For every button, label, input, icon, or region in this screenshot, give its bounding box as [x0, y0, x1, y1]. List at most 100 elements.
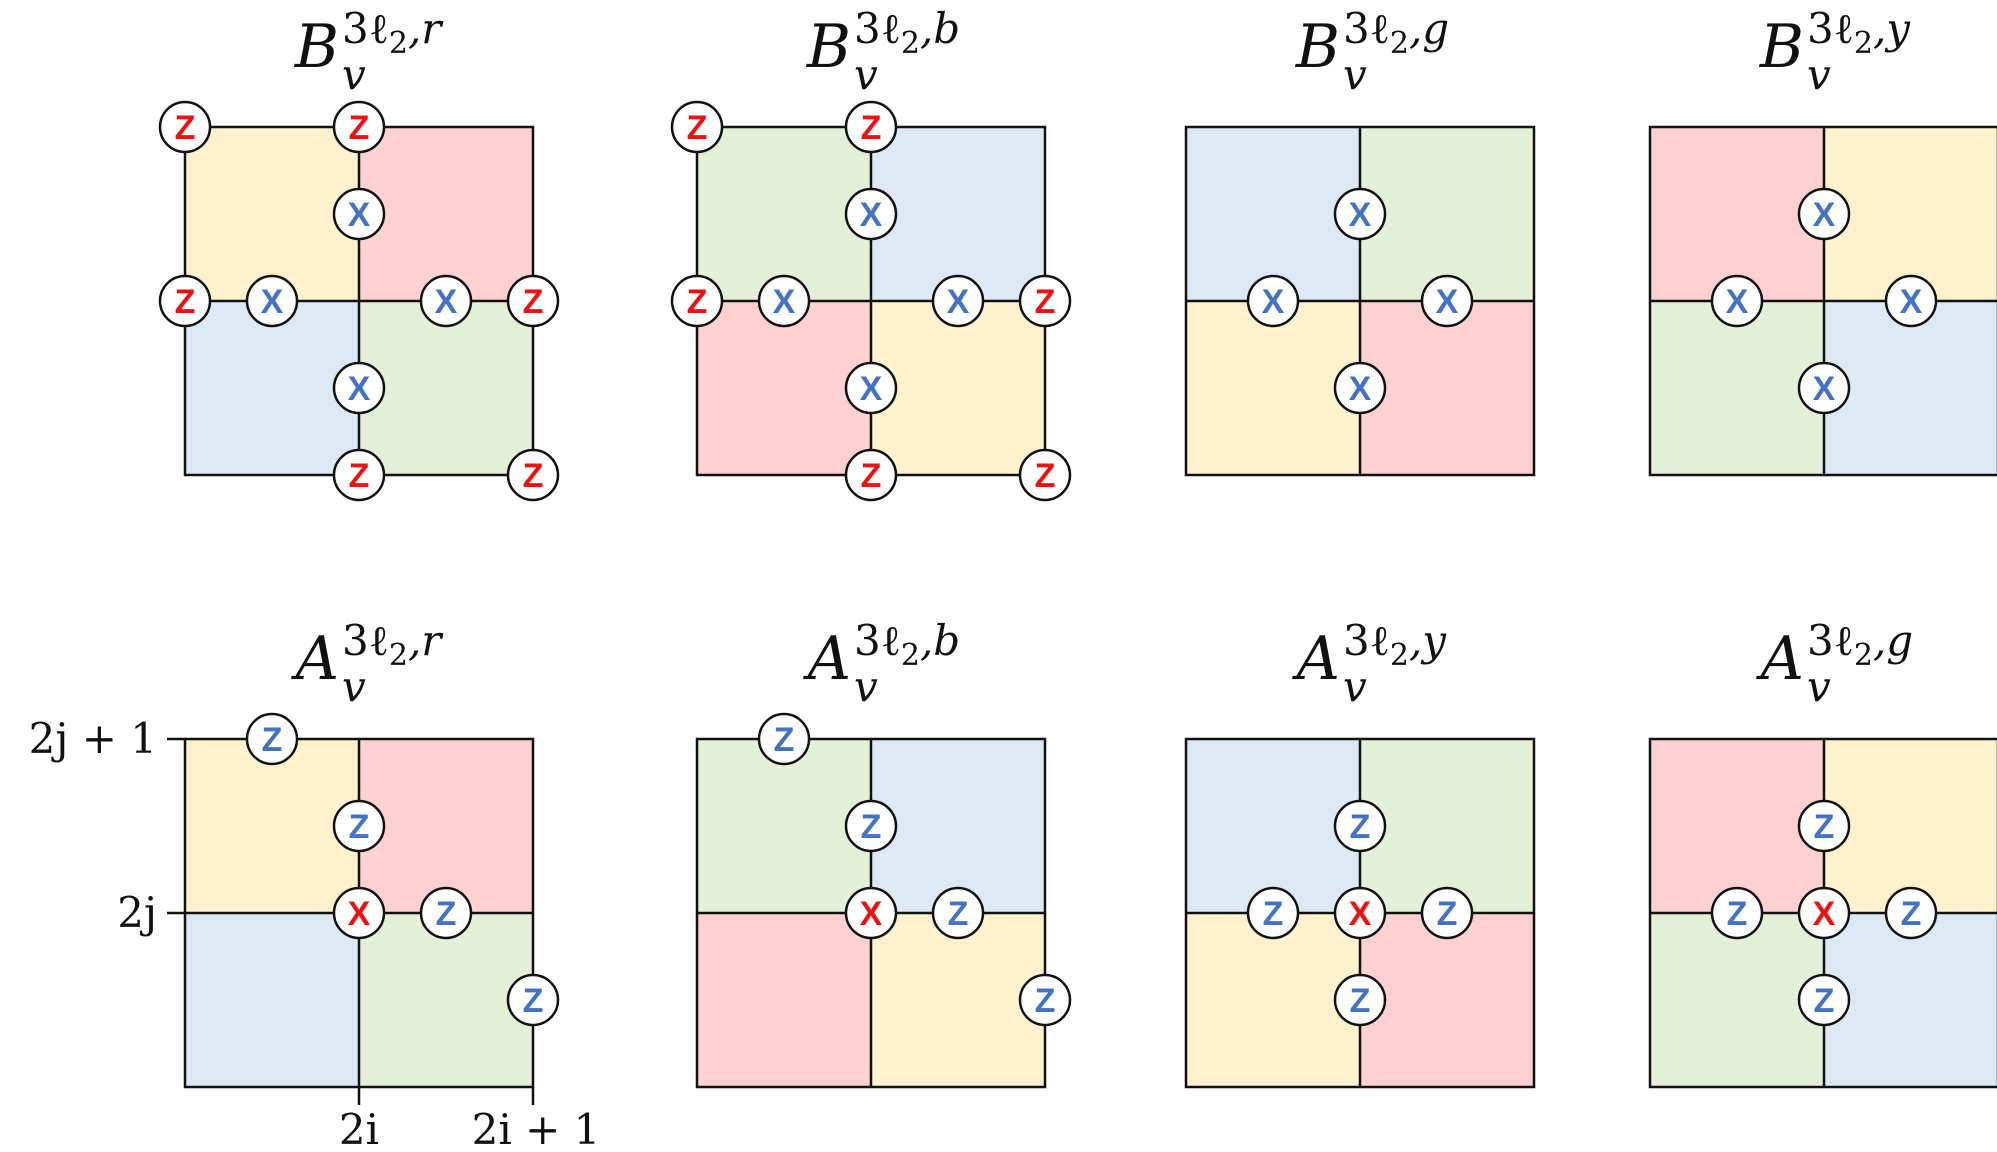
plaquette-red — [697, 913, 871, 1087]
operator-label: X — [860, 895, 883, 933]
operator-circle — [506, 274, 560, 328]
plaquette-yellow — [185, 739, 359, 913]
plaquette-yellow — [871, 301, 1045, 475]
operator-label: X — [261, 283, 284, 321]
operator-circle — [506, 973, 560, 1027]
operator-circle — [1018, 448, 1072, 502]
plaquette-red — [697, 301, 871, 475]
title-subscript: v — [1343, 662, 1367, 711]
title-sup-sub: 2 — [1390, 638, 1409, 673]
plaquette-blue — [1186, 739, 1360, 913]
plaquette-red — [359, 739, 533, 913]
pauli-x-operator: X — [1246, 274, 1300, 328]
operator-label: Z — [1035, 457, 1056, 495]
title-subscript: v — [1807, 50, 1831, 99]
operator-circle — [1797, 886, 1851, 940]
operator-circle — [1333, 886, 1387, 940]
pauli-x-operator: X — [1333, 886, 1387, 940]
title-sup-sub: 2 — [389, 638, 408, 673]
title-sup-sub: 2 — [1854, 26, 1873, 61]
title-superscript: 3ℓ2,y — [1807, 4, 1911, 61]
title-sup-main: 3ℓ — [854, 616, 901, 665]
pauli-x-operator: X — [844, 361, 898, 415]
pauli-z-operator: Z — [158, 274, 212, 328]
title-sup-color: ,y — [1873, 4, 1911, 53]
operator-circle — [245, 274, 299, 328]
operator-circle — [844, 187, 898, 241]
plaquette-blue — [871, 127, 1045, 301]
pauli-z-operator: Z — [332, 100, 386, 154]
operator-circle — [158, 274, 212, 328]
pauli-x-operator: X — [1797, 187, 1851, 241]
plaquette-red — [359, 127, 533, 301]
operator-label: X — [348, 895, 371, 933]
operator-circle — [1710, 886, 1764, 940]
plaquette-yellow — [1824, 739, 1997, 913]
operator-circle — [844, 448, 898, 502]
pauli-z-operator: Z — [332, 448, 386, 502]
title-sup-main: 3ℓ — [1807, 4, 1854, 53]
operator-label: Z — [349, 109, 370, 147]
plaquette-red — [1650, 739, 1824, 913]
pauli-x-operator: X — [931, 274, 985, 328]
title-operator: A — [1756, 624, 1804, 694]
operator-label: X — [1726, 283, 1749, 321]
pauli-z-operator: Z — [844, 448, 898, 502]
pauli-z-operator: Z — [1797, 973, 1851, 1027]
pauli-x-operator: X — [245, 274, 299, 328]
operator-label: X — [947, 283, 970, 321]
operator-circle — [670, 274, 724, 328]
pauli-x-operator: X — [332, 187, 386, 241]
operator-label: Z — [861, 808, 882, 846]
operator-label: Z — [523, 283, 544, 321]
operator-circle — [844, 100, 898, 154]
operator-circle — [1018, 274, 1072, 328]
plaquette-red — [1650, 127, 1824, 301]
plaquette-yellow — [1186, 301, 1360, 475]
operator-label: Z — [861, 109, 882, 147]
title-sup-color: ,b — [920, 4, 960, 53]
operator-label: X — [1349, 370, 1372, 408]
operator-label: X — [860, 196, 883, 234]
operator-label: X — [435, 283, 458, 321]
operator-label: Z — [349, 808, 370, 846]
operator-circle — [1333, 799, 1387, 853]
operator-circle — [1420, 274, 1474, 328]
operator-circle — [670, 100, 724, 154]
title-superscript: 3ℓ2,r — [342, 4, 444, 61]
title-subscript: v — [342, 662, 366, 711]
title-operator: B — [806, 12, 851, 82]
operator-label: Z — [1437, 895, 1458, 933]
plaquette-red — [1360, 301, 1534, 475]
title-operator: A — [1292, 624, 1340, 694]
operator-label: Z — [1727, 895, 1748, 933]
operator-circle — [1333, 973, 1387, 1027]
operator-circle — [158, 100, 212, 154]
title-sup-color: ,r — [408, 616, 444, 665]
pauli-x-operator: X — [844, 187, 898, 241]
title-superscript: 3ℓ2,g — [1343, 4, 1449, 61]
operator-label: X — [860, 370, 883, 408]
title-superscript: 3ℓ2,b — [854, 616, 960, 673]
title-sup-sub: 2 — [1390, 26, 1409, 61]
plaquette-green — [697, 739, 871, 913]
axis-label-y-top: 2j + 1 — [29, 714, 157, 763]
operator-circle — [1420, 886, 1474, 940]
plaquette-yellow — [185, 127, 359, 301]
operator-circle — [1710, 274, 1764, 328]
title-sup-color: ,r — [408, 4, 444, 53]
plaquette-blue — [1186, 127, 1360, 301]
operator-label: Z — [1035, 283, 1056, 321]
operator-circle — [1246, 886, 1300, 940]
pauli-x-operator: X — [1333, 187, 1387, 241]
operator-label: Z — [1814, 808, 1835, 846]
operator-circle — [332, 448, 386, 502]
operator-label: Z — [774, 721, 795, 759]
